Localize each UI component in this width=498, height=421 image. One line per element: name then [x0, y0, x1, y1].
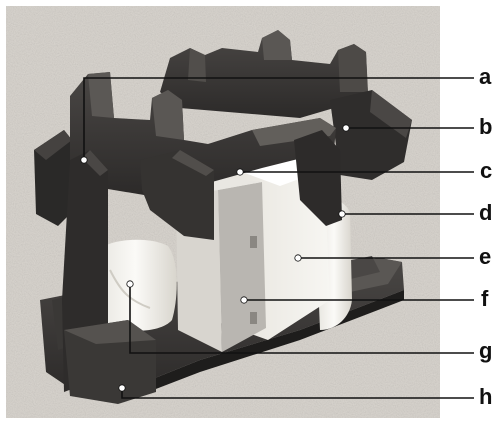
right-foam-wall — [330, 90, 412, 180]
front-bottom-foam-block — [64, 320, 156, 404]
white-bag-left — [94, 239, 177, 331]
bag-fold-line — [109, 269, 151, 309]
dot-d — [338, 210, 346, 218]
callout-dots — [80, 124, 350, 392]
dot-h — [118, 384, 126, 392]
left-foam-block — [34, 130, 74, 226]
dot-f — [240, 296, 248, 304]
leader-a — [83, 77, 474, 160]
box-latch-bottom — [250, 312, 257, 324]
dot-a — [80, 156, 88, 164]
dot-b — [342, 124, 350, 132]
dot-c — [236, 168, 244, 176]
dot-g — [126, 280, 134, 288]
rear-foam-frame — [160, 30, 368, 118]
box-latch-top — [250, 236, 257, 248]
dot-e — [294, 254, 302, 262]
leader-g — [129, 284, 474, 354]
